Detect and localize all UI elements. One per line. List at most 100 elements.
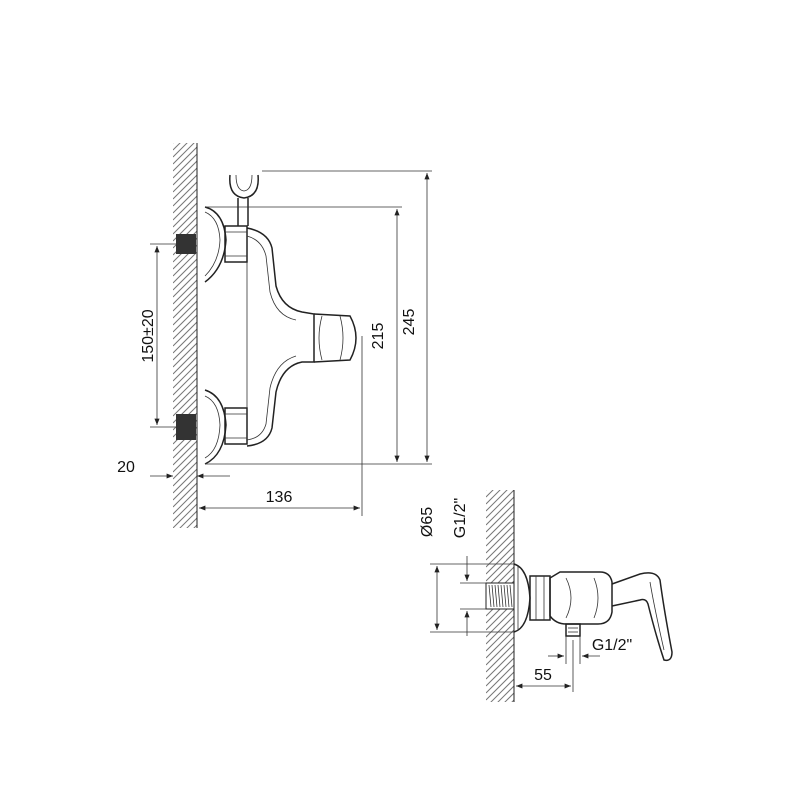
hatch-line (511, 699, 514, 702)
thread-line (488, 584, 492, 608)
dim-label-outlet-depth: 55 (534, 667, 552, 684)
threaded-inlet (485, 582, 515, 610)
hatch-line (173, 153, 197, 179)
hatch-line (173, 489, 197, 515)
hatch-line (486, 650, 514, 680)
hatch-line (173, 440, 197, 466)
hatch-line (186, 517, 197, 528)
dim-inlet-spacing: 150±20 (140, 243, 176, 428)
hatch-line (173, 363, 197, 389)
hatch-line (173, 468, 197, 494)
mixer-body (246, 227, 315, 447)
dim-label-thread-inlet: G1/2" (452, 498, 469, 538)
lever-handle (313, 313, 357, 363)
shower-holder (229, 174, 259, 226)
hatch-line (173, 321, 197, 347)
hatch-line (173, 539, 197, 563)
dim-label-height-outer: 245 (401, 309, 418, 336)
hatch-line (486, 629, 514, 659)
hatch-line (486, 671, 514, 701)
hatch-line (486, 490, 508, 512)
hatch-line (193, 524, 197, 528)
hatch-line (173, 143, 181, 151)
thread-line (494, 584, 498, 608)
hatch-line (486, 538, 514, 568)
dim-label-inlet-spacing: 150±20 (140, 309, 157, 362)
lever-side (611, 572, 673, 662)
hatch-line (179, 510, 197, 528)
thread-line (491, 584, 495, 608)
hatch-line (173, 160, 197, 186)
hatch-line (486, 608, 514, 638)
hatch-line (173, 272, 197, 298)
hatch-line (486, 615, 514, 645)
hatch-line (486, 728, 514, 756)
hatch-line (173, 503, 197, 528)
side-view: Ø65 G1/2" G1/2" 55 (419, 490, 673, 756)
hatch-line (173, 300, 197, 326)
hatch-line (173, 286, 197, 312)
hatch-line (173, 293, 197, 319)
hatch-line (173, 209, 197, 235)
dim-label-wall-offset: 20 (117, 459, 135, 476)
inlet-stub-upper (176, 234, 196, 254)
hatch-line (173, 447, 197, 473)
hatch-line (173, 258, 197, 284)
hatch-line (486, 490, 514, 519)
wall-front (173, 143, 198, 570)
hatch-line (173, 546, 197, 570)
hatch-line (173, 482, 197, 508)
hatch-line (486, 636, 514, 666)
hatch-line (173, 370, 197, 396)
hatch-line (486, 643, 514, 673)
inlet-stub-lower (176, 414, 196, 440)
escutcheon-upper (204, 206, 227, 283)
front-view: 150±20 20 136 215 245 (117, 143, 432, 570)
hatch-line (173, 202, 197, 228)
hatch-line (486, 714, 514, 742)
dim-height-inner: 215 (205, 206, 402, 465)
hatch-line (504, 692, 514, 702)
thread-line (500, 584, 504, 608)
hatch-line (486, 721, 514, 749)
thread-line (503, 584, 507, 608)
hatch-line (486, 707, 514, 735)
hatch-line (486, 496, 514, 526)
hatch-line (173, 174, 197, 200)
hatch-line (173, 307, 197, 333)
hatch-line (173, 265, 197, 291)
hatch-line (490, 678, 514, 702)
dim-thread-inlet: G1/2" (452, 498, 486, 636)
dim-thread-outlet: G1/2" (548, 636, 632, 664)
hatch-line (173, 335, 197, 361)
mixer-body-side (549, 571, 613, 625)
dim-flange-diameter: Ø65 (419, 507, 514, 633)
escutcheon-lower (204, 389, 227, 465)
hatch-line (173, 475, 197, 501)
dim-height-outer: 245 (262, 170, 432, 465)
hatch-line (486, 490, 494, 498)
dim-projection: 136 (199, 336, 363, 516)
hatch-line (173, 143, 195, 165)
hatch-line (486, 510, 514, 540)
hatch-line (486, 490, 487, 491)
hatch-line (173, 342, 197, 368)
hatch-line (173, 461, 197, 487)
dim-label-projection: 136 (266, 489, 293, 506)
dim-label-height-inner: 215 (370, 323, 387, 350)
hatch-line (497, 685, 514, 702)
hatch-line (173, 143, 188, 158)
dim-wall-offset: 20 (117, 459, 230, 479)
hatch-line (486, 664, 514, 694)
hatch-line (173, 328, 197, 354)
hatch-line (173, 391, 197, 417)
hatch-line (173, 251, 197, 277)
dim-label-thread-outlet: G1/2" (592, 637, 632, 654)
hatch-line (173, 356, 197, 382)
hatch-line (173, 143, 174, 144)
hatch-line (486, 531, 514, 561)
hatch-line (486, 545, 514, 575)
hatch-line (173, 454, 197, 480)
flange (513, 563, 531, 633)
